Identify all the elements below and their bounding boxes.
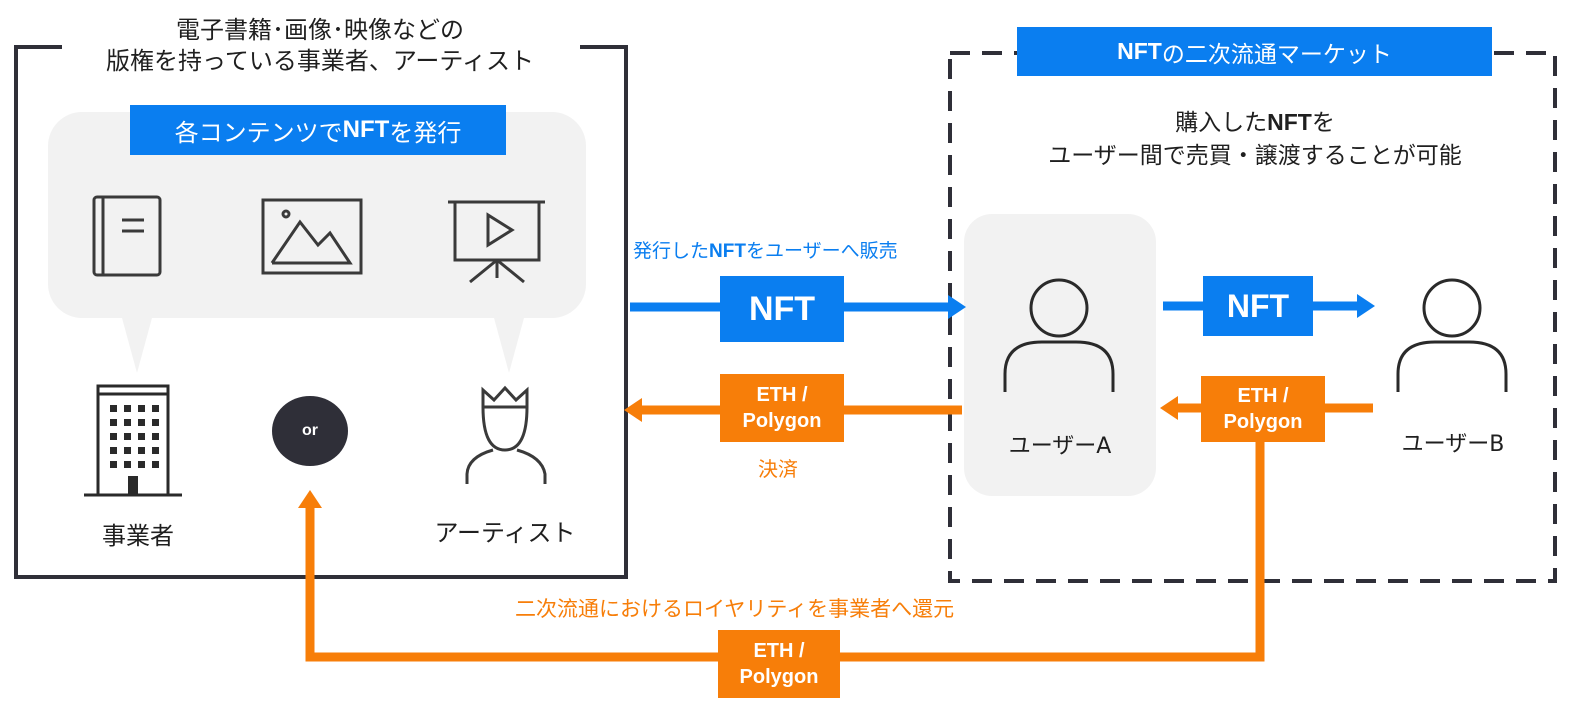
user-a-icon (1003, 278, 1115, 392)
content-panel (48, 112, 586, 318)
nft-token-transfer: NFT (1203, 276, 1313, 336)
eth-line2: Polygon (742, 410, 822, 432)
rights-holder-title: 電子書籍･画像･映像などの 版権を持っている事業者、アーティスト (70, 15, 570, 77)
issue-band-prefix: 各コンテンツで (174, 118, 343, 147)
issue-band-suffix: を発行 (389, 118, 462, 147)
user-a-label: ユーザーA (1008, 434, 1112, 459)
market-desc-line1: 購入したNFTを (985, 106, 1525, 140)
market-description: 購入したNFTを ユーザー間で売買・譲渡することが可能 (985, 106, 1525, 173)
eth-token-resale: ETH / Polygon (1201, 376, 1325, 442)
image-icon (261, 198, 363, 275)
issue-band-nft: NFT (342, 116, 390, 143)
eth-line1: ETH / (1237, 385, 1289, 407)
panel-tail-left (122, 318, 152, 373)
market-desc-nft: NFT (1267, 109, 1312, 135)
eth-line1: ETH / (756, 384, 808, 406)
market-desc-prefix: 購入した (1175, 110, 1268, 136)
settlement-label: 決済 (758, 457, 798, 481)
rights-holder-frame (14, 45, 628, 579)
user-a-panel (964, 214, 1156, 496)
sale-label-suffix: をユーザーへ販売 (745, 240, 898, 262)
panel-tail-right (494, 318, 524, 373)
eth-line2: Polygon (739, 666, 819, 688)
sale-label-prefix: 発行した (633, 240, 710, 262)
market-band-suffix: の二次流通マーケット (1161, 41, 1392, 68)
eth-line2: Polygon (1223, 411, 1303, 433)
rights-holder-title-line2: 版権を持っている事業者、アーティスト (106, 47, 534, 75)
eth-token-payment: ETH / Polygon (720, 374, 844, 442)
royalty-label: 二次流通におけるロイヤリティを事業者へ還元 (515, 597, 955, 621)
building-icon (84, 384, 182, 497)
market-desc-line2: ユーザー間で売買・譲渡することが可能 (1048, 143, 1462, 169)
user-b-icon (1396, 278, 1508, 392)
nft-token-sale: NFT (720, 276, 844, 342)
market-desc-suffix: を (1311, 110, 1335, 136)
artist-label: アーティスト (434, 519, 576, 547)
or-badge: or (272, 396, 348, 466)
video-presentation-icon (448, 200, 545, 284)
sale-label: 発行したNFTをユーザーへ販売 (633, 236, 898, 263)
business-label: 事業者 (102, 522, 174, 550)
user-b-label: ユーザーB (1401, 432, 1505, 457)
eth-line1: ETH / (753, 640, 805, 662)
sale-label-nft: NFT (709, 241, 746, 262)
eth-token-royalty: ETH / Polygon (718, 630, 840, 698)
market-band-nft: NFT (1117, 38, 1162, 64)
rights-holder-title-line1: 電子書籍･画像･映像などの (176, 16, 464, 44)
artist-icon (465, 385, 547, 484)
book-icon (92, 195, 162, 277)
